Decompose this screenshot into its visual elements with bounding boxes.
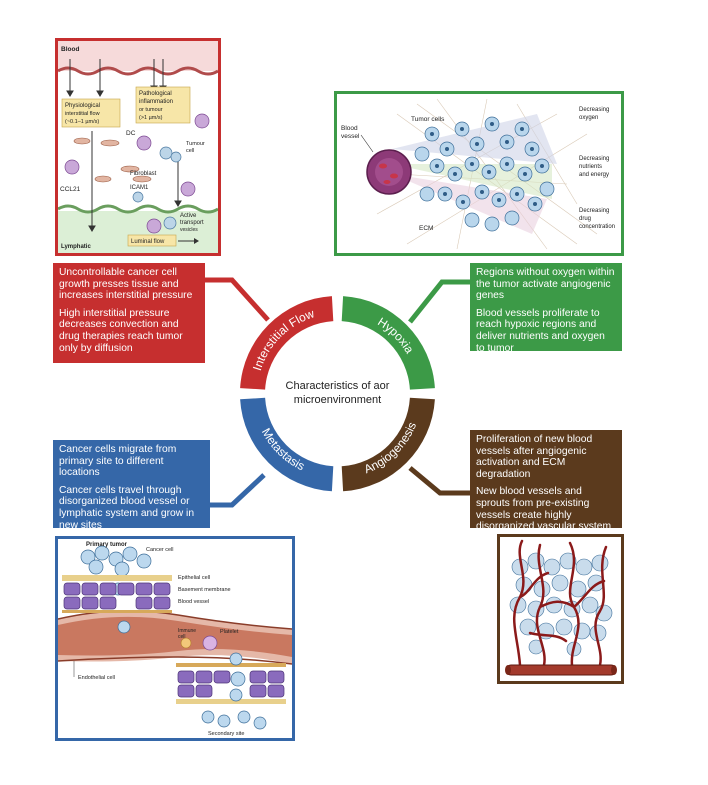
metastasis-text-1: Cancer cells migrate from primary site t… (59, 444, 177, 479)
label-blood: Blood (61, 46, 79, 53)
svg-text:cell: cell (186, 148, 194, 154)
svg-text:concentration: concentration (579, 224, 615, 230)
svg-text:Blood: Blood (341, 125, 358, 132)
ring-segment-interstitial[interactable] (240, 296, 334, 390)
svg-text:(~0.1–1 µm/s): (~0.1–1 µm/s) (65, 119, 99, 125)
svg-text:Basement membrane: Basement membrane (178, 587, 231, 593)
svg-text:Physiological: Physiological (65, 103, 100, 109)
svg-text:drug: drug (579, 216, 591, 222)
svg-text:DC: DC (126, 130, 136, 137)
svg-text:interstitial flow: interstitial flow (65, 111, 100, 117)
connector-metastasis (210, 473, 266, 508)
svg-text:(>1 µm/s): (>1 µm/s) (139, 115, 163, 121)
connector-hypoxia (408, 279, 472, 324)
characteristics-ring (240, 296, 435, 492)
angiogenesis-text-1: Proliferation of new blood vessels after… (476, 434, 593, 480)
svg-text:inflammation: inflammation (139, 99, 173, 105)
svg-text:Blood vessel: Blood vessel (178, 599, 209, 605)
svg-text:Active: Active (180, 213, 197, 219)
center-title-line2: microenvironment (294, 394, 381, 406)
svg-text:Luminal flow: Luminal flow (131, 239, 165, 245)
svg-text:Immune: Immune (178, 628, 196, 634)
angiogenesis-description-box: Proliferation of new blood vessels after… (470, 430, 622, 532)
svg-text:CCL21: CCL21 (60, 186, 81, 193)
svg-text:vesicles: vesicles (180, 227, 198, 233)
hypoxia-description-box: Regions without oxygen within the tumor … (470, 263, 622, 354)
svg-text:Lymphatic: Lymphatic (61, 244, 91, 250)
interstitial-description-box: Uncontrollable cancer cell growth presse… (53, 263, 205, 363)
hypoxia-illustration: Tumor cells Blood vessel ECM Decreasing … (334, 91, 624, 256)
svg-text:Decreasing: Decreasing (579, 208, 609, 214)
angiogenesis-text-2: New blood vessels and sprouts from pre-e… (476, 486, 612, 533)
ring-segment-hypoxia[interactable] (341, 296, 435, 390)
svg-text:Fibroblast: Fibroblast (130, 171, 157, 177)
svg-text:Cancer cell: Cancer cell (146, 547, 174, 553)
svg-text:ICAM1: ICAM1 (130, 185, 149, 191)
angiogenesis-illustration (497, 534, 624, 684)
center-title-line1: Characteristics of aor (286, 380, 390, 392)
svg-text:oxygen: oxygen (579, 115, 598, 121)
interstitial-text-2: High interstitial pressure decreases con… (59, 307, 183, 354)
svg-text:vessel: vessel (341, 133, 360, 140)
svg-text:Decreasing: Decreasing (579, 107, 609, 113)
svg-text:Pathological: Pathological (139, 91, 172, 97)
metastasis-description-box: Cancer cells migrate from primary site t… (53, 440, 210, 531)
svg-text:nutrients: nutrients (579, 164, 602, 170)
metastasis-illustration: Primary tumor Cancer cell Epithelial cel… (55, 536, 295, 741)
svg-text:Platelet: Platelet (220, 629, 239, 635)
svg-text:or tumour: or tumour (139, 107, 163, 113)
svg-text:Epithelial cell: Epithelial cell (178, 575, 210, 581)
ring-segment-angiogenesis[interactable] (341, 397, 435, 492)
interstitial-flow-illustration: Blood Physiological interstitial flow (~… (55, 38, 221, 256)
svg-text:Decreasing: Decreasing (579, 156, 609, 162)
interstitial-text-1: Uncontrollable cancer cell growth presse… (59, 267, 193, 302)
svg-text:and energy: and energy (579, 172, 609, 178)
svg-text:Endothelial cell: Endothelial cell (78, 675, 115, 681)
svg-text:Primary tumor: Primary tumor (86, 542, 128, 548)
hypoxia-text-2: Blood vessels proliferate to reach hypox… (476, 307, 605, 354)
hypoxia-text-1: Regions without oxygen within the tumor … (476, 267, 615, 302)
metastasis-text-2: Cancer cells travel through disorganized… (59, 484, 195, 531)
svg-text:ECM: ECM (419, 225, 433, 232)
connector-interstitial (205, 277, 270, 322)
connector-angiogenesis (408, 466, 470, 496)
svg-text:Tumor cells: Tumor cells (411, 116, 445, 123)
svg-text:Secondary site: Secondary site (208, 731, 244, 737)
svg-text:Tumour: Tumour (186, 141, 205, 147)
svg-text:cell: cell (178, 634, 186, 640)
ring-segment-metastasis[interactable] (240, 397, 334, 492)
svg-text:transport: transport (180, 220, 204, 226)
